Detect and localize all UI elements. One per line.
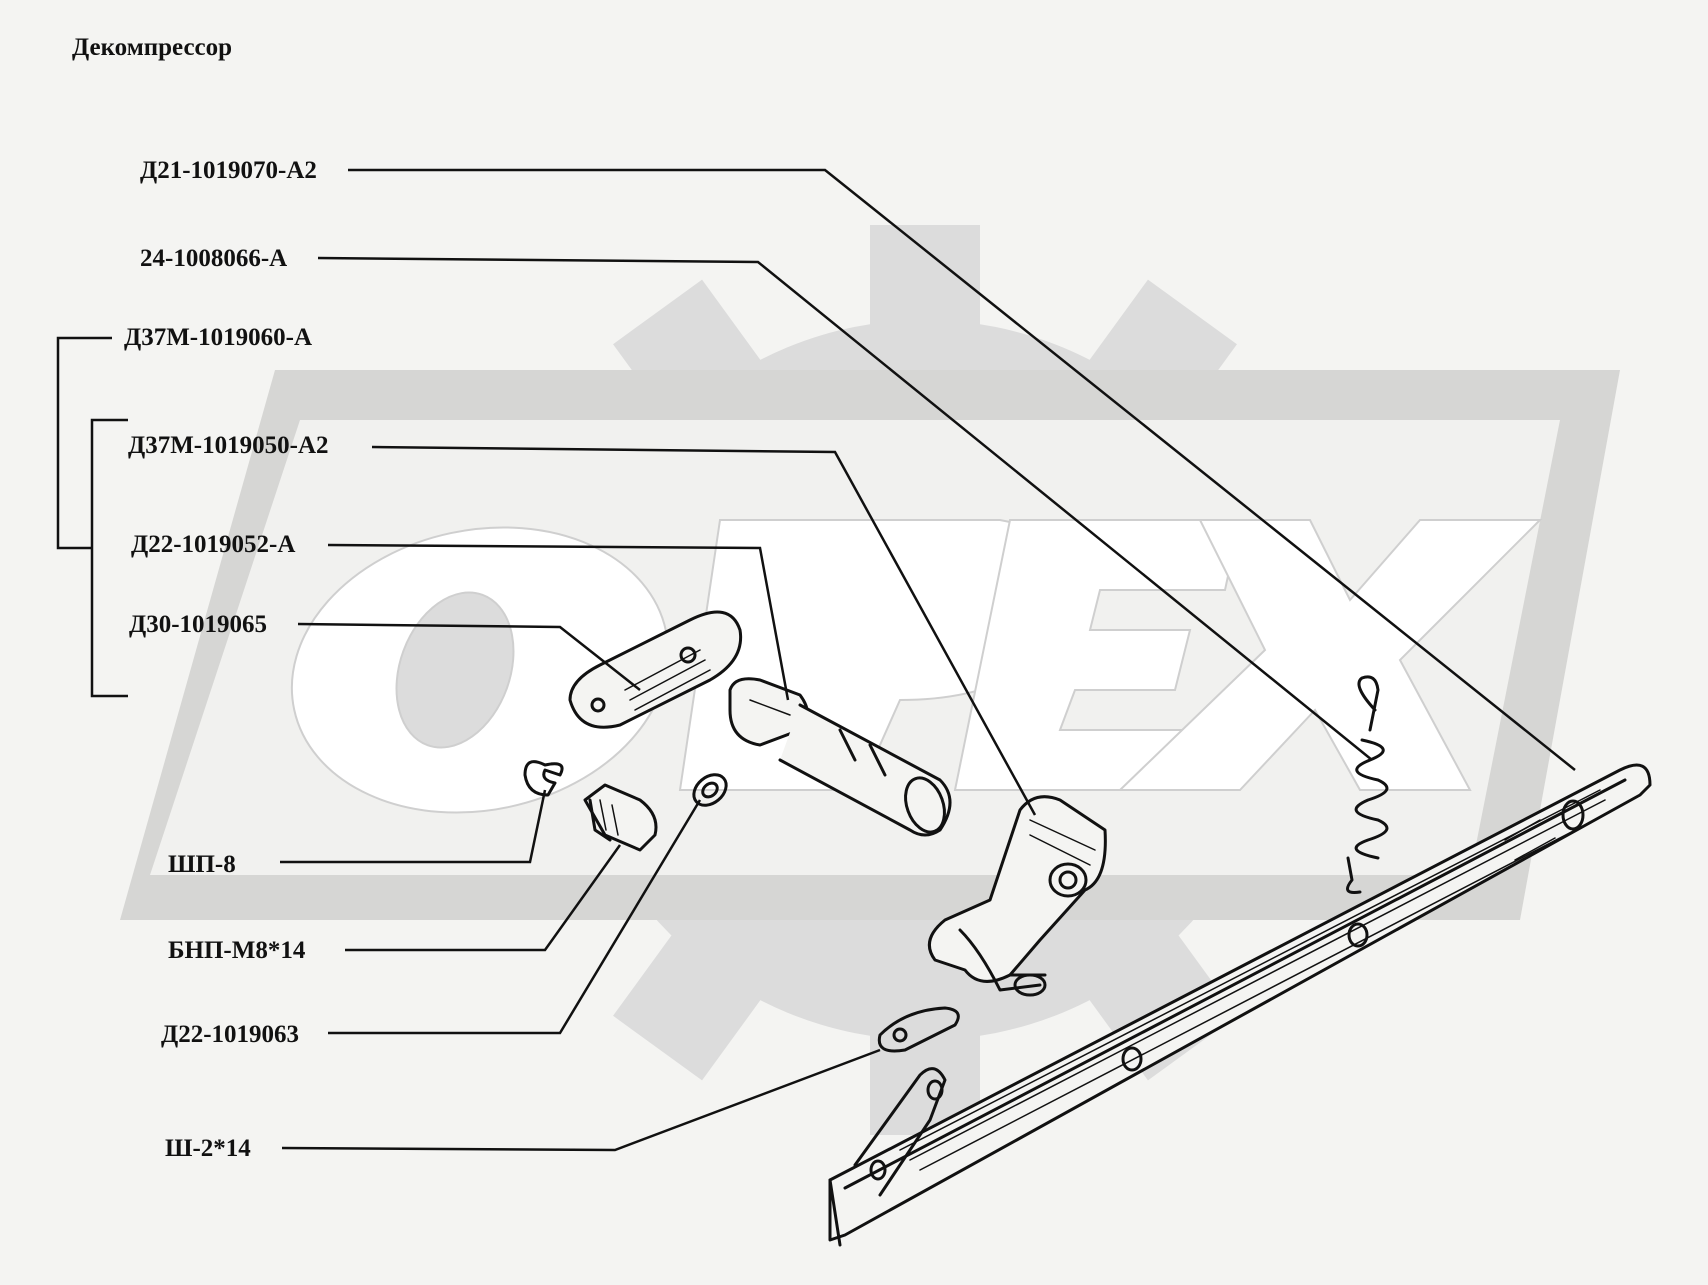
leader-lines [56, 168, 1576, 1152]
part-label-d21-1019070-a2[interactable]: Д21-1019070-А2 [140, 157, 317, 184]
leader-p7 [280, 789, 547, 864]
page-title: Декомпрессор [72, 34, 233, 61]
part-label-bnp-m8x14[interactable]: БНП-М8*14 [168, 937, 306, 964]
part-label-shp-8[interactable]: ШП-8 [168, 851, 236, 878]
leader-p2 [317, 256, 1373, 761]
leader-p10 [281, 1048, 881, 1152]
leader-p1 [348, 168, 1576, 771]
part-spring-clip [523, 760, 564, 797]
leader-p6 [297, 622, 641, 691]
part-handle [568, 610, 743, 729]
part-label-d22-1019052-a[interactable]: Д22-1019052-А [131, 531, 296, 558]
parts-drawing [523, 610, 1652, 1247]
group-bracket-inner [90, 418, 128, 698]
leader-p8 [345, 844, 622, 952]
watermark-logo [120, 225, 1620, 1135]
part-label-24-1008066-a[interactable]: 24-1008066-А [140, 245, 288, 272]
part-label-d37m-1019050-a2[interactable]: Д37М-1019050-А2 [128, 432, 329, 459]
part-spring [1346, 675, 1389, 894]
part-rod-bar [828, 763, 1652, 1247]
part-label-d30-1019065[interactable]: Д30-1019065 [129, 611, 268, 638]
part-washer [692, 773, 728, 807]
part-cotter-pin [877, 1006, 960, 1053]
part-bolt [583, 783, 658, 852]
leader-p4 [371, 445, 1037, 816]
part-label-sh-2x14[interactable]: Ш-2*14 [165, 1135, 251, 1162]
part-label-d22-1019063[interactable]: Д22-1019063 [161, 1021, 300, 1048]
group-bracket-outer [56, 336, 112, 550]
leader-p9 [328, 799, 702, 1035]
part-label-d37m-1019060-a[interactable]: Д37М-1019060-А [124, 324, 313, 351]
part-lever-arm [927, 795, 1107, 997]
leader-p5 [327, 543, 790, 701]
